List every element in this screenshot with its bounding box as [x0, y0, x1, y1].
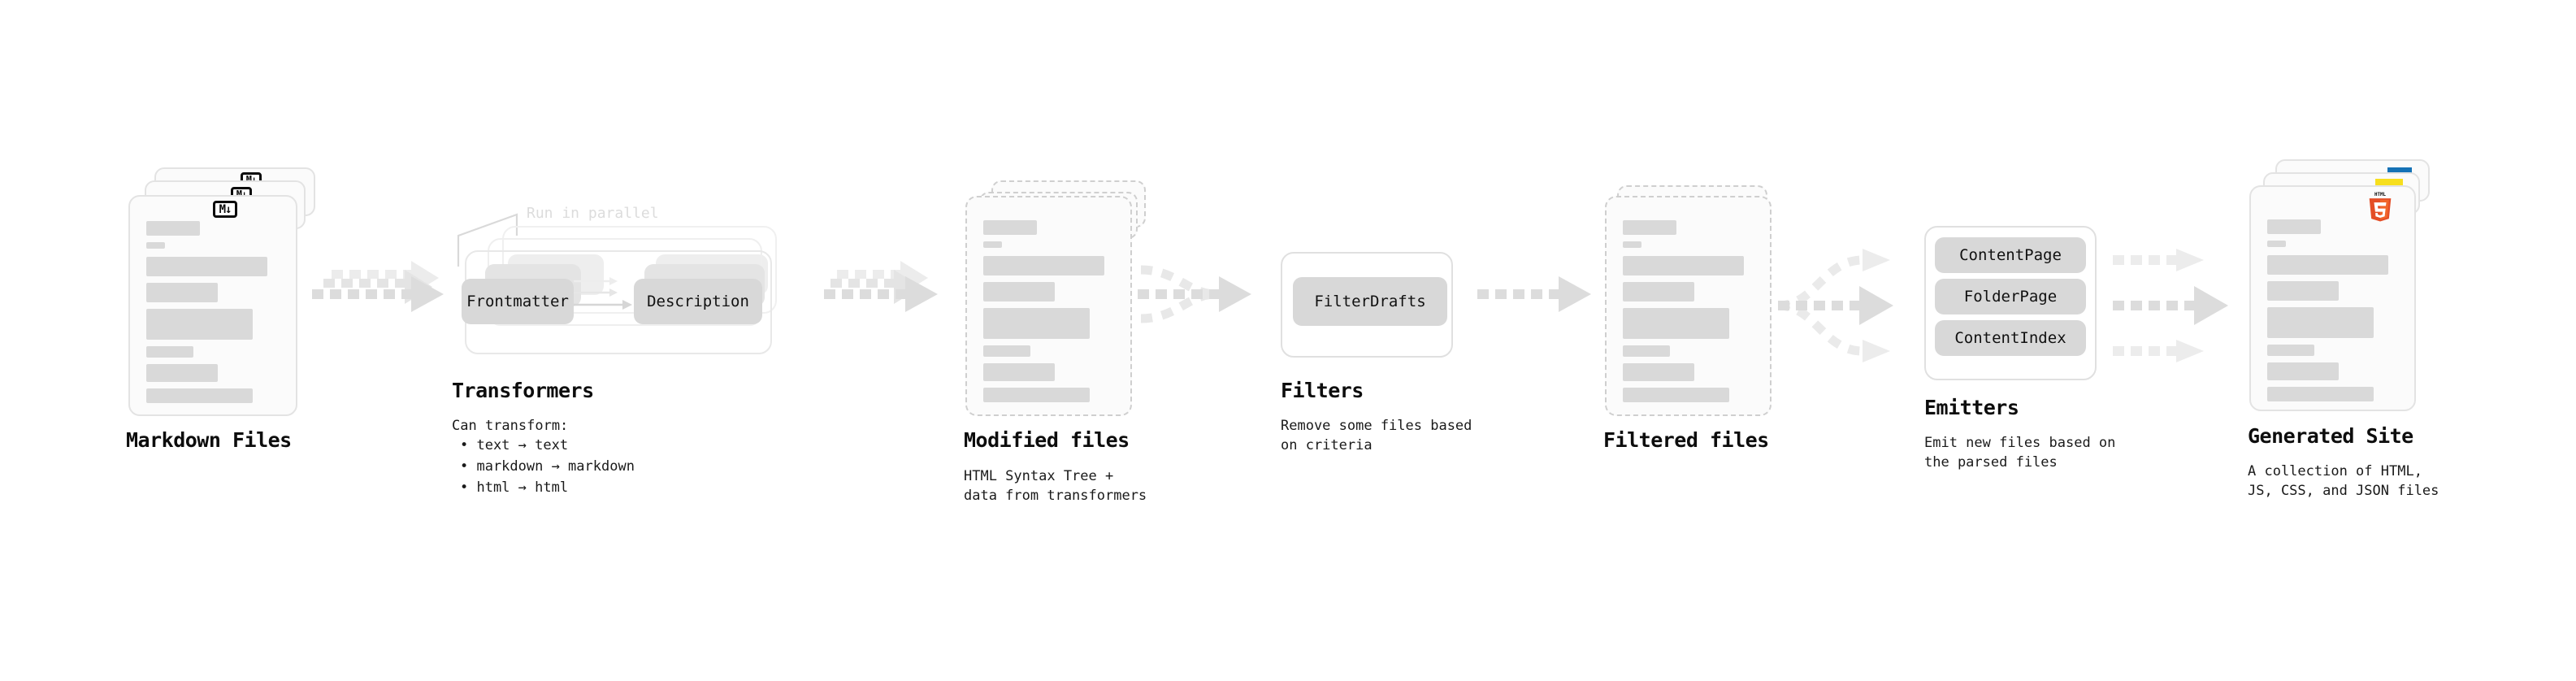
run-in-parallel-bracket	[457, 213, 518, 267]
modified-card-front	[965, 196, 1132, 416]
filtered-card-front	[1605, 196, 1772, 416]
heading-filtered-files: Filtered files	[1603, 428, 1769, 452]
arrow-transformers-to-modified	[824, 261, 938, 312]
heading-filters: Filters	[1281, 379, 1364, 402]
markdown-badge: M↓	[213, 201, 237, 218]
transformer-inner-arrows	[574, 277, 632, 310]
heading-markdown-files: Markdown Files	[126, 428, 292, 452]
filters-description: Remove some files based on criteria	[1281, 418, 1472, 453]
html5-badge-label: HTML	[2374, 193, 2387, 197]
arrow-markdown-to-transformers	[312, 261, 444, 312]
heading-transformers: Transformers	[452, 379, 594, 402]
heading-emitters: Emitters	[1924, 396, 2019, 419]
emitter-node-contentindex[interactable]: ContentIndex	[1935, 320, 2086, 356]
transformers-bullet-2: • html → html	[460, 479, 569, 496]
modified-files-description: HTML Syntax Tree + data from transformer…	[964, 468, 1147, 504]
transformer-node-frontmatter[interactable]: Frontmatter	[462, 279, 574, 324]
filter-node-filterdrafts[interactable]: FilterDrafts	[1293, 277, 1447, 326]
css3-badge	[2387, 167, 2412, 176]
emitters-description: Emit new files based on the parsed files	[1924, 435, 2116, 471]
emitter-node-folderpage[interactable]: FolderPage	[1935, 279, 2086, 314]
transformer-node-description[interactable]: Description	[634, 279, 762, 324]
site-skeleton	[2251, 187, 2414, 410]
run-in-parallel-label: Run in parallel	[527, 205, 659, 222]
markdown-skeleton	[130, 197, 296, 414]
generated-site-description: A collection of HTML, JS, CSS, and JSON …	[2248, 463, 2439, 499]
transformers-bullet-0: • text → text	[460, 437, 569, 453]
arrow-emitters-to-site	[2113, 249, 2228, 362]
transformers-description: Can transform:	[452, 418, 569, 434]
heading-generated-site: Generated Site	[2248, 424, 2413, 448]
arrow-modified-to-filters	[1138, 265, 1251, 323]
modified-skeleton	[967, 197, 1130, 414]
html5-badge: HTML	[2369, 193, 2392, 222]
filtered-skeleton	[1607, 197, 1770, 414]
site-card-front	[2249, 185, 2416, 411]
transformers-bullet-1: • markdown → markdown	[460, 458, 635, 475]
arrow-filters-to-filtered	[1477, 276, 1591, 312]
markdown-card-front	[128, 195, 297, 416]
heading-modified-files: Modified files	[964, 428, 1130, 452]
arrow-filtered-to-emitters	[1777, 249, 1893, 362]
emitter-node-contentpage[interactable]: ContentPage	[1935, 237, 2086, 273]
